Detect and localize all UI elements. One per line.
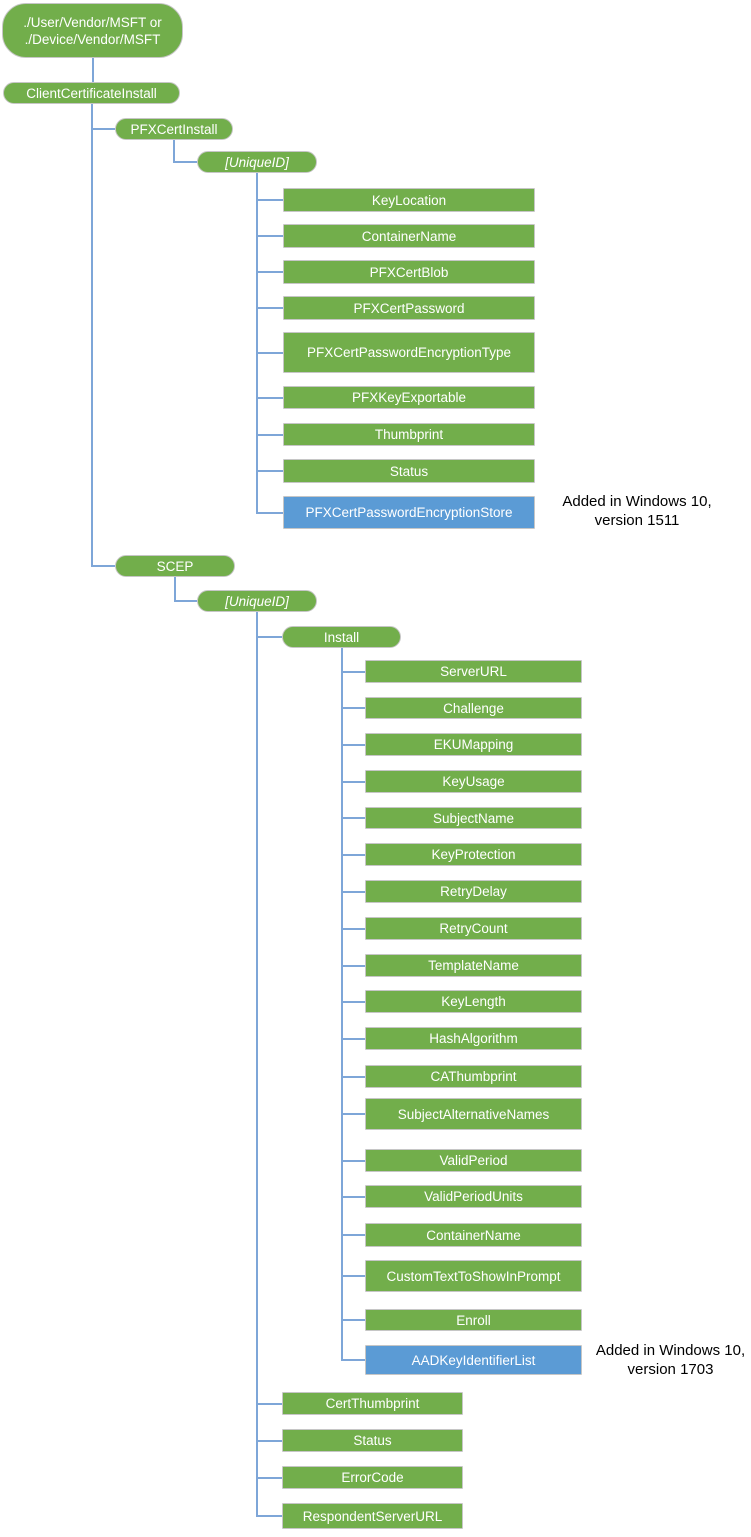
node-pfxcertpasswordencryptiontype: PFXCertPasswordEncryptionType bbox=[283, 332, 535, 373]
node-keyusage: KeyUsage bbox=[365, 770, 582, 793]
node-clientcertificateinstall: ClientCertificateInstall bbox=[3, 82, 180, 104]
annotation-added-in-windows: Added in Windows 10, version 1511 bbox=[545, 492, 729, 530]
connector-line bbox=[91, 128, 115, 130]
node-pfxcertpasswordencryptionstore: PFXCertPasswordEncryptionStore bbox=[283, 496, 535, 529]
node-customtexttoshowinprompt: CustomTextToShowInPrompt bbox=[365, 1260, 582, 1292]
node-scep: SCEP bbox=[115, 555, 235, 577]
node-enroll: Enroll bbox=[365, 1309, 582, 1331]
connector-line bbox=[173, 140, 175, 163]
node-aadkeyidentifierlist: AADKeyIdentifierList bbox=[365, 1345, 582, 1375]
node-respondentserverurl: RespondentServerURL bbox=[282, 1503, 463, 1529]
connector-line bbox=[256, 1515, 282, 1517]
connector-line bbox=[341, 744, 365, 746]
connector-line bbox=[91, 565, 115, 567]
node-install: Install bbox=[282, 626, 401, 648]
node-containername-pfx: ContainerName bbox=[283, 224, 535, 248]
node-keyprotection: KeyProtection bbox=[365, 843, 582, 866]
connector-line bbox=[341, 1196, 365, 1198]
connector-line bbox=[256, 307, 283, 309]
connector-line bbox=[92, 58, 94, 82]
node-validperiodunits: ValidPeriodUnits bbox=[365, 1185, 582, 1208]
annotation-added-in-windows: Added in Windows 10, version 1703 bbox=[590, 1341, 751, 1379]
connector-line bbox=[341, 1038, 365, 1040]
node-containername-scep: ContainerName bbox=[365, 1223, 582, 1247]
connector-line bbox=[174, 577, 176, 602]
connector-line bbox=[256, 352, 283, 354]
node-thumbprint: Thumbprint bbox=[283, 423, 535, 446]
connector-line bbox=[341, 965, 365, 967]
node-keylength: KeyLength bbox=[365, 990, 582, 1013]
connector-line bbox=[256, 612, 258, 1517]
connector-line bbox=[341, 648, 343, 1361]
connector-line bbox=[256, 173, 258, 514]
node-retrycount: RetryCount bbox=[365, 917, 582, 940]
annotation-line-2: version 1703 bbox=[627, 1361, 714, 1378]
connector-line bbox=[256, 271, 283, 273]
connector-line bbox=[173, 161, 197, 163]
node-subjectalternativenames: SubjectAlternativeNames bbox=[365, 1098, 582, 1130]
connector-line bbox=[341, 707, 365, 709]
node-uniqueid-pfx: [UniqueID] bbox=[197, 151, 317, 173]
node-uniqueid-scep: [UniqueID] bbox=[197, 590, 317, 612]
node-serverurl: ServerURL bbox=[365, 660, 582, 683]
connector-line bbox=[256, 512, 283, 514]
node-subjectname: SubjectName bbox=[365, 807, 582, 829]
connector-line bbox=[341, 854, 365, 856]
node-errorcode: ErrorCode bbox=[282, 1466, 463, 1489]
connector-line bbox=[341, 891, 365, 893]
node-ekumapping: EKUMapping bbox=[365, 733, 582, 756]
connector-line bbox=[341, 817, 365, 819]
connector-line bbox=[341, 1319, 365, 1321]
connector-line bbox=[256, 470, 283, 472]
node-status-scep: Status bbox=[282, 1429, 463, 1452]
annotation-line-2: version 1511 bbox=[594, 512, 680, 529]
connector-line bbox=[341, 671, 365, 673]
node-pfxcertblob: PFXCertBlob bbox=[283, 260, 535, 284]
connector-line bbox=[256, 1440, 282, 1442]
connector-line bbox=[256, 434, 283, 436]
node-templatename: TemplateName bbox=[365, 954, 582, 977]
connector-line bbox=[91, 104, 93, 567]
node-root: ./User/Vendor/MSFT or ./Device/Vendor/MS… bbox=[2, 3, 183, 58]
connector-line bbox=[174, 600, 197, 602]
connector-line bbox=[341, 1113, 365, 1115]
connector-line bbox=[341, 1001, 365, 1003]
annotation-line-1: Added in Windows 10, bbox=[562, 493, 712, 510]
node-pfxkeyexportable: PFXKeyExportable bbox=[283, 386, 535, 409]
node-status-pfx: Status bbox=[283, 459, 535, 483]
connector-line bbox=[256, 636, 282, 638]
node-cathumbprint: CAThumbprint bbox=[365, 1065, 582, 1088]
connector-line bbox=[341, 1076, 365, 1078]
connector-line bbox=[341, 1275, 365, 1277]
connector-line bbox=[341, 1160, 365, 1162]
connector-line bbox=[256, 1477, 282, 1479]
node-certthumbprint: CertThumbprint bbox=[282, 1392, 463, 1415]
node-hashalgorithm: HashAlgorithm bbox=[365, 1027, 582, 1050]
connector-line bbox=[341, 1234, 365, 1236]
connector-line bbox=[341, 928, 365, 930]
connector-line bbox=[256, 199, 283, 201]
connector-line bbox=[256, 1403, 282, 1405]
connector-line bbox=[256, 235, 283, 237]
node-pfxcertpassword: PFXCertPassword bbox=[283, 296, 535, 320]
node-challenge: Challenge bbox=[365, 697, 582, 719]
node-keylocation: KeyLocation bbox=[283, 188, 535, 212]
connector-line bbox=[341, 781, 365, 783]
connector-line bbox=[341, 1359, 365, 1361]
node-pfxcertinstall: PFXCertInstall bbox=[115, 118, 233, 140]
annotation-line-1: Added in Windows 10, bbox=[595, 1342, 746, 1359]
node-retrydelay: RetryDelay bbox=[365, 880, 582, 903]
node-validperiod: ValidPeriod bbox=[365, 1149, 582, 1172]
connector-line bbox=[256, 397, 283, 399]
